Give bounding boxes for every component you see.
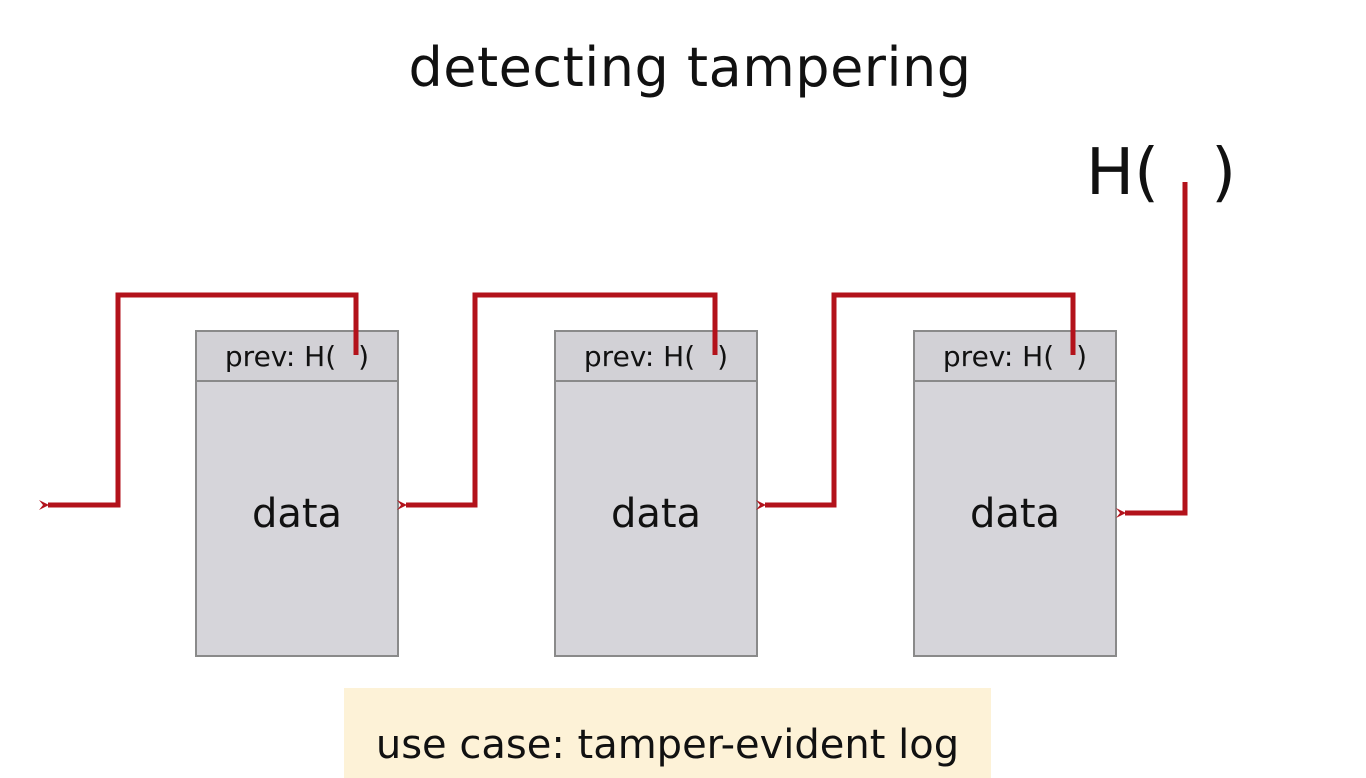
block-2: prev: H( ) data	[554, 330, 758, 657]
block-2-body: data	[556, 382, 756, 654]
block-3-data: data	[969, 491, 1061, 537]
block-1-data: data	[251, 491, 343, 537]
block-1-body: data	[197, 382, 397, 654]
slide-title: detecting tampering	[408, 36, 972, 99]
pointer-head-to-block-3	[1116, 182, 1188, 518]
head-hash-close: )	[1211, 136, 1237, 210]
block-2-header: prev: H( )	[556, 332, 756, 382]
block-1-header: prev: H( )	[197, 332, 397, 382]
block-1: prev: H( ) data	[195, 330, 399, 657]
block-3-prev-label: prev: H(	[942, 339, 1055, 373]
pointer-block-3-to-block-2	[756, 292, 1076, 510]
use-case-note: use case: tamper-evident log	[344, 688, 991, 778]
pointer-block-1-to-previous	[39, 292, 359, 510]
block-3-header: prev: H( )	[915, 332, 1115, 382]
pointer-block-2-to-block-1	[397, 292, 718, 510]
block-2-prev-close: )	[717, 339, 729, 373]
block-2-prev-label: prev: H(	[583, 339, 696, 373]
head-hash-pointer: H( )	[1086, 136, 1236, 210]
block-1-prev-close: )	[358, 339, 370, 373]
use-case-text: use case: tamper-evident log	[375, 722, 960, 768]
block-3-body: data	[915, 382, 1115, 654]
block-1-prev-label: prev: H(	[224, 339, 337, 373]
block-3-prev-close: )	[1076, 339, 1088, 373]
head-hash-open: H(	[1086, 136, 1160, 210]
block-2-data: data	[610, 491, 702, 537]
block-3: prev: H( ) data	[913, 330, 1117, 657]
